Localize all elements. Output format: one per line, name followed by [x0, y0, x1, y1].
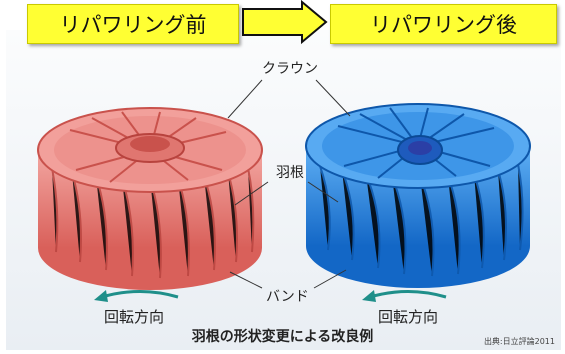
runner-after	[305, 103, 531, 288]
rotation-label-left: 回転方向	[104, 308, 165, 326]
after-repowering-label: リパワリング後	[330, 4, 557, 44]
blade-callout: 羽根	[276, 165, 304, 181]
transition-arrow-icon	[242, 0, 328, 45]
band-callout: バンド	[266, 289, 309, 305]
rotation-arrow-right-icon	[362, 290, 447, 302]
rotation-arrow-left-icon	[94, 290, 179, 302]
figure-caption: 羽根の形状変更による改良例	[191, 329, 374, 345]
rotation-label-right: 回転方向	[378, 308, 439, 326]
source-credit: 出典:日立評論2011	[483, 337, 555, 346]
crown-callout: クラウン	[262, 61, 318, 77]
callout-leaders	[227, 79, 351, 289]
runner-before	[37, 107, 263, 290]
before-repowering-label: リパワリング前	[27, 4, 239, 44]
